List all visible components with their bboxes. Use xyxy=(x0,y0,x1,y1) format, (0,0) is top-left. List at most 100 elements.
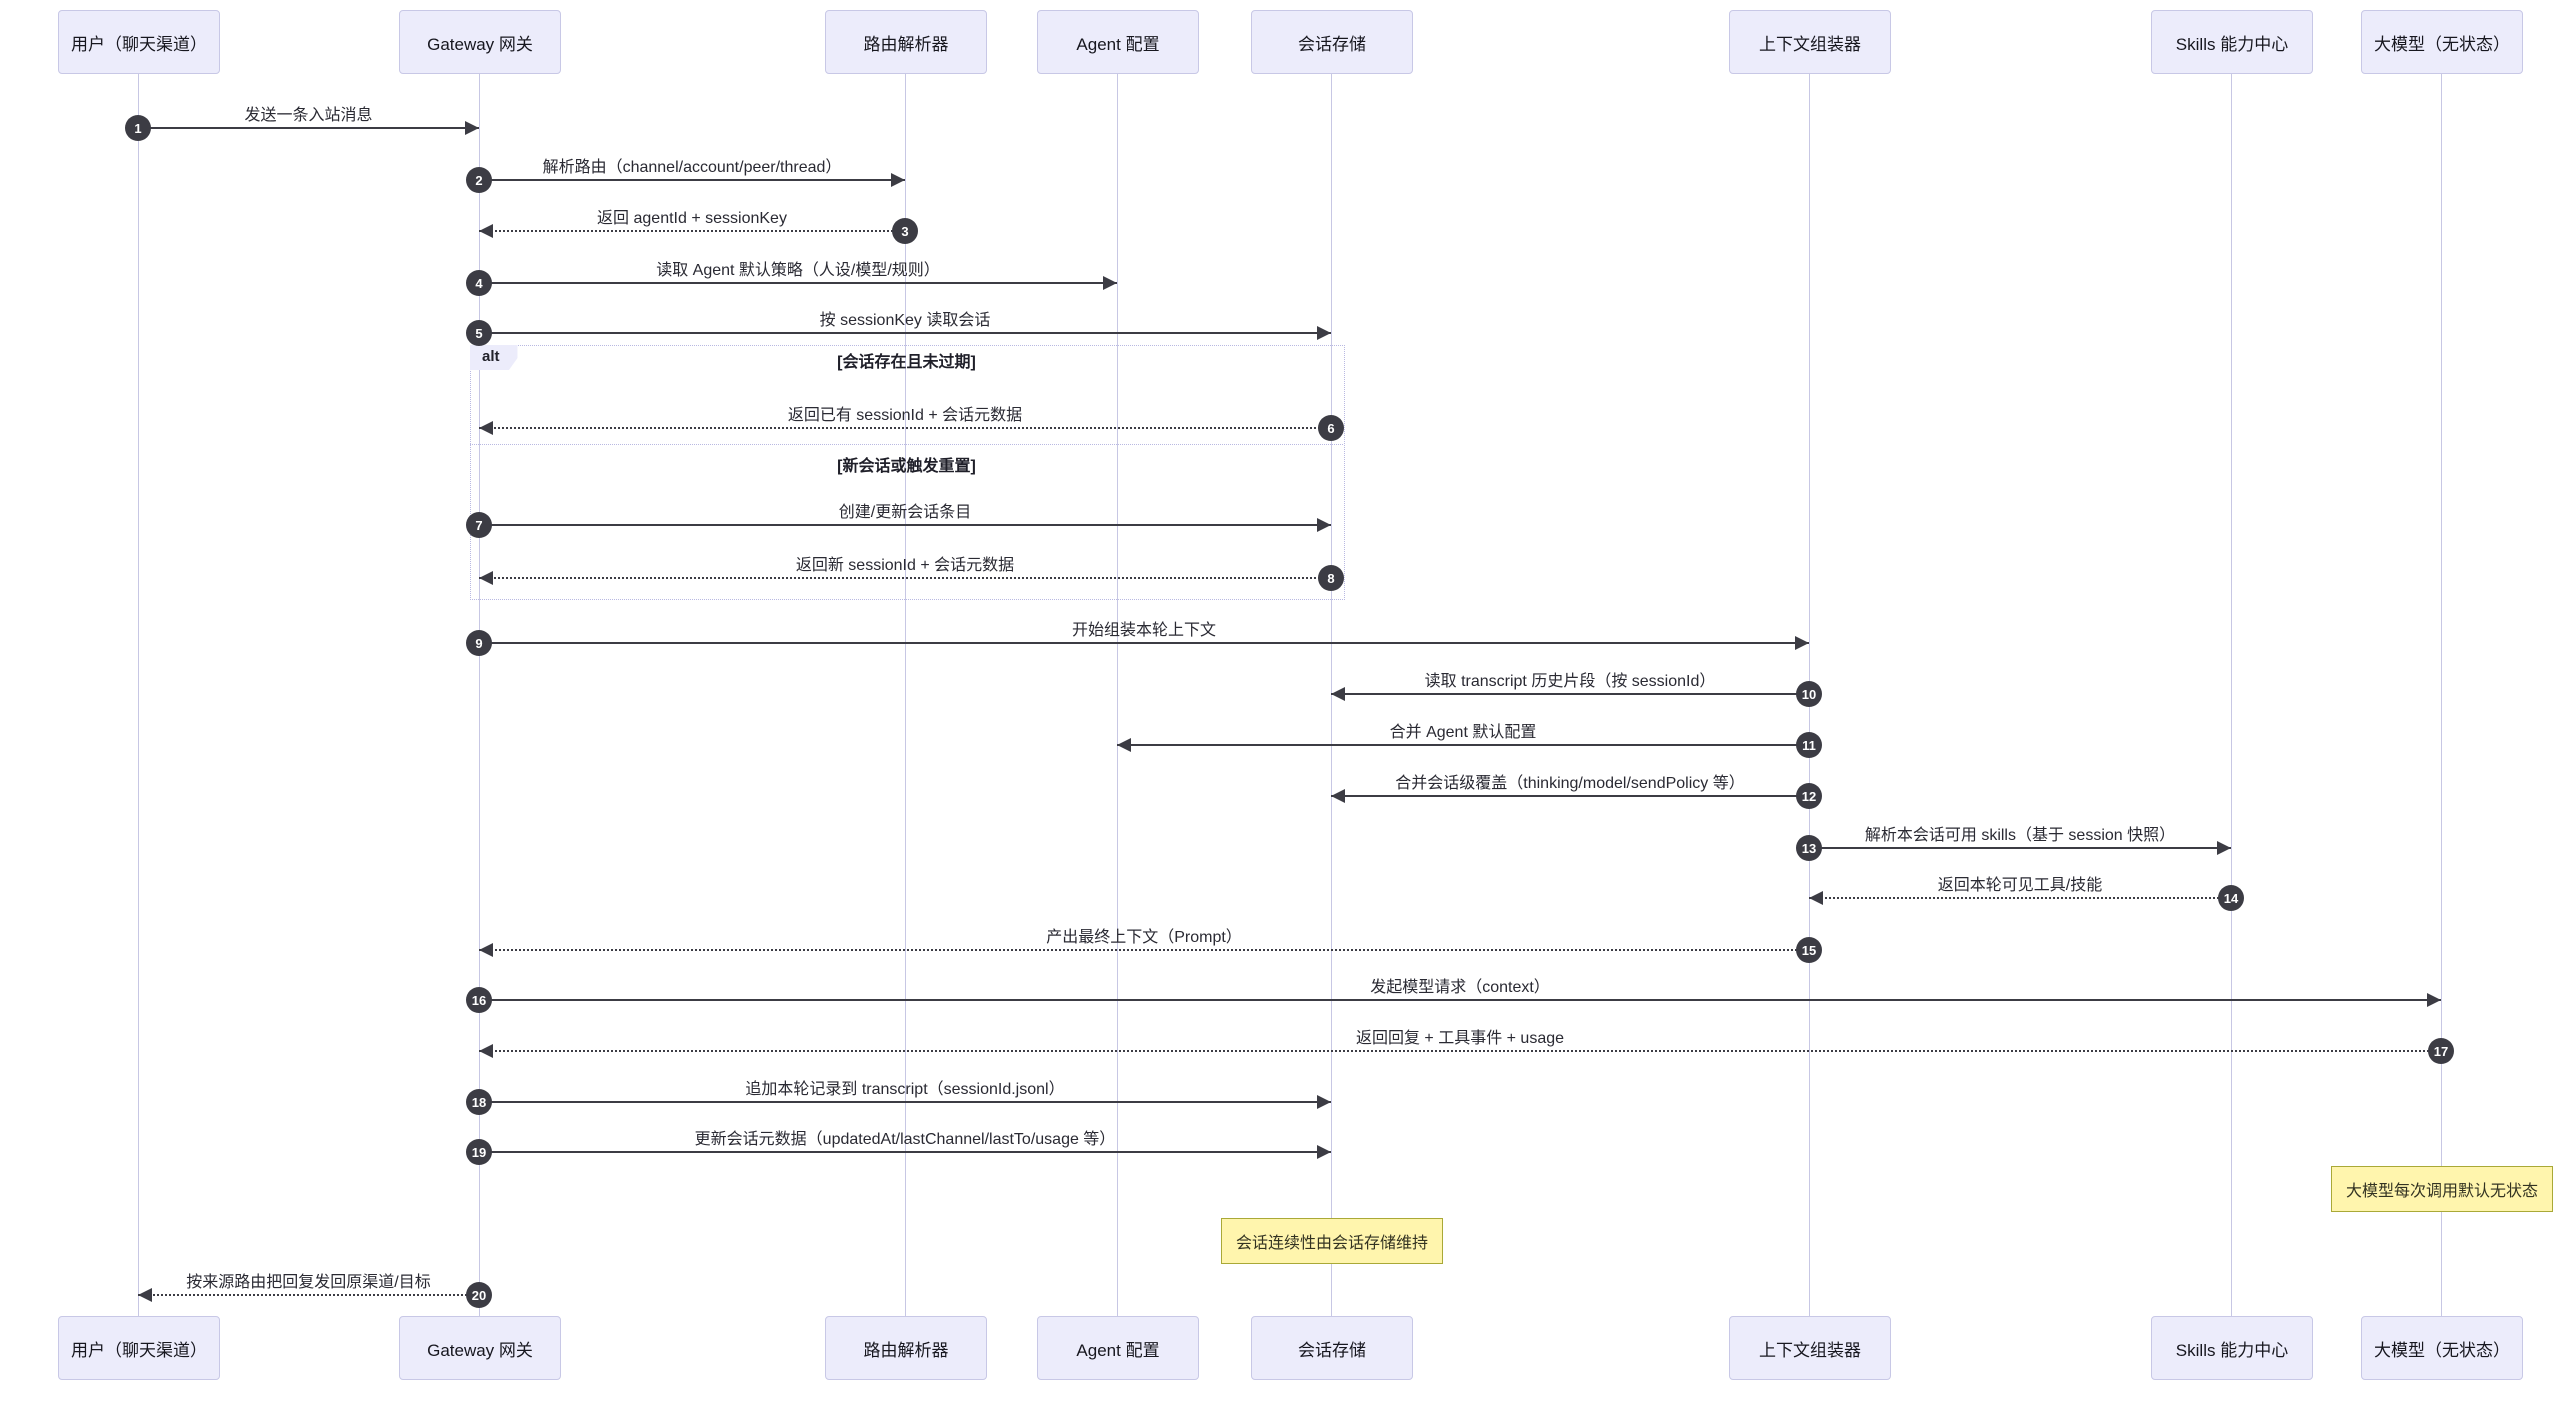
message-line xyxy=(479,524,1331,526)
message-label: 返回 agentId + sessionKey xyxy=(597,210,787,227)
message-line xyxy=(1809,847,2231,849)
sequence-number-badge: 5 xyxy=(466,320,492,346)
arrowhead-icon xyxy=(138,1288,152,1302)
message-line xyxy=(479,332,1331,334)
sequence-number-badge: 17 xyxy=(2428,1038,2454,1064)
alt-frame-label: alt xyxy=(470,345,518,370)
message-line xyxy=(479,427,1331,429)
actor-llm-top: 大模型（无状态） xyxy=(2361,10,2523,74)
sequence-number-badge: 14 xyxy=(2218,885,2244,911)
sequence-number-badge: 12 xyxy=(1796,783,1822,809)
lifeline-user xyxy=(138,72,139,1316)
actor-user-top: 用户（聊天渠道） xyxy=(58,10,220,74)
actor-user-bottom: 用户（聊天渠道） xyxy=(58,1316,220,1380)
message-label: 返回新 sessionId + 会话元数据 xyxy=(795,557,1015,574)
arrowhead-icon xyxy=(479,1044,493,1058)
arrowhead-icon xyxy=(1795,636,1809,650)
sequence-number-badge: 10 xyxy=(1796,681,1822,707)
message-label: 读取 transcript 历史片段（按 sessionId） xyxy=(1424,673,1716,690)
actor-skills_hub-top: Skills 能力中心 xyxy=(2151,10,2313,74)
arrowhead-icon xyxy=(479,224,493,238)
arrowhead-icon xyxy=(479,943,493,957)
actor-session_store-bottom: 会话存储 xyxy=(1251,1316,1413,1380)
message-label: 更新会话元数据（updatedAt/lastChannel/lastTo/usa… xyxy=(694,1131,1116,1148)
message-label: 解析本会话可用 skills（基于 session 快照） xyxy=(1864,827,2176,844)
sequence-number-badge: 2 xyxy=(466,167,492,193)
arrowhead-icon xyxy=(1317,1095,1331,1109)
message-label: 开始组装本轮上下文 xyxy=(1071,622,1217,639)
actor-router-bottom: 路由解析器 xyxy=(825,1316,987,1380)
arrowhead-icon xyxy=(1117,738,1131,752)
sequence-number-badge: 9 xyxy=(466,630,492,656)
message-label: 返回回复 + 工具事件 + usage xyxy=(1355,1030,1565,1047)
message-label: 按 sessionKey 读取会话 xyxy=(819,312,991,329)
alt-frame-condition: [会话存在且未过期] xyxy=(837,354,976,371)
actor-llm-bottom: 大模型（无状态） xyxy=(2361,1316,2523,1380)
arrowhead-icon xyxy=(2217,841,2231,855)
message-label: 合并 Agent 默认配置 xyxy=(1389,724,1537,741)
arrowhead-icon xyxy=(891,173,905,187)
arrowhead-icon xyxy=(465,121,479,135)
actor-gateway-bottom: Gateway 网关 xyxy=(399,1316,561,1380)
message-label: 合并会话级覆盖（thinking/model/sendPolicy 等） xyxy=(1395,775,1745,792)
message-label: 读取 Agent 默认策略（人设/模型/规则） xyxy=(656,262,940,279)
arrowhead-icon xyxy=(1317,326,1331,340)
message-line xyxy=(479,999,2441,1001)
message-line xyxy=(1809,897,2231,899)
sequence-number-badge: 15 xyxy=(1796,937,1822,963)
sequence-number-badge: 11 xyxy=(1796,732,1822,758)
message-line xyxy=(479,1101,1331,1103)
message-label: 创建/更新会话条目 xyxy=(838,504,972,521)
sequence-number-badge: 4 xyxy=(466,270,492,296)
message-line xyxy=(138,1294,479,1296)
message-line xyxy=(479,1151,1331,1153)
sequence-number-badge: 1 xyxy=(125,115,151,141)
lifeline-gateway xyxy=(479,72,480,1316)
lifeline-router xyxy=(905,72,906,1316)
message-line xyxy=(1331,795,1809,797)
message-line xyxy=(479,642,1809,644)
sequence-number-badge: 18 xyxy=(466,1089,492,1115)
lifeline-llm xyxy=(2441,72,2442,1316)
actor-agent_config-top: Agent 配置 xyxy=(1037,10,1199,74)
sequence-number-badge: 8 xyxy=(1318,565,1344,591)
arrowhead-icon xyxy=(479,571,493,585)
alt-frame-condition: [新会话或触发重置] xyxy=(837,458,976,475)
message-line xyxy=(479,230,905,232)
arrowhead-icon xyxy=(2427,993,2441,1007)
arrowhead-icon xyxy=(1331,687,1345,701)
arrowhead-icon xyxy=(1317,1145,1331,1159)
message-label: 解析路由（channel/account/peer/thread） xyxy=(542,159,842,176)
sequence-number-badge: 20 xyxy=(466,1282,492,1308)
sequence-number-badge: 19 xyxy=(466,1139,492,1165)
actor-gateway-top: Gateway 网关 xyxy=(399,10,561,74)
message-label: 发送一条入站消息 xyxy=(244,107,373,124)
sequence-number-badge: 16 xyxy=(466,987,492,1013)
lifeline-agent_config xyxy=(1117,72,1118,1316)
message-line xyxy=(1331,693,1809,695)
sequence-number-badge: 13 xyxy=(1796,835,1822,861)
actor-router-top: 路由解析器 xyxy=(825,10,987,74)
message-line xyxy=(479,949,1809,951)
arrowhead-icon xyxy=(1809,891,1823,905)
sequence-number-badge: 7 xyxy=(466,512,492,538)
sequence-number-badge: 6 xyxy=(1318,415,1344,441)
message-line xyxy=(479,577,1331,579)
actor-context_builder-top: 上下文组装器 xyxy=(1729,10,1891,74)
message-label: 发起模型请求（context） xyxy=(1370,979,1550,996)
message-line xyxy=(479,179,905,181)
arrowhead-icon xyxy=(1103,276,1117,290)
note-session_store: 会话连续性由会话存储维持 xyxy=(1221,1218,1443,1264)
actor-skills_hub-bottom: Skills 能力中心 xyxy=(2151,1316,2313,1380)
message-line xyxy=(138,127,479,129)
arrowhead-icon xyxy=(1331,789,1345,803)
sequence-number-badge: 3 xyxy=(892,218,918,244)
actor-context_builder-bottom: 上下文组装器 xyxy=(1729,1316,1891,1380)
message-line xyxy=(479,282,1117,284)
arrowhead-icon xyxy=(1317,518,1331,532)
message-label: 产出最终上下文（Prompt） xyxy=(1046,929,1242,946)
alt-frame xyxy=(470,345,1345,600)
message-label: 返回已有 sessionId + 会话元数据 xyxy=(787,407,1023,424)
actor-session_store-top: 会话存储 xyxy=(1251,10,1413,74)
message-label: 返回本轮可见工具/技能 xyxy=(1937,877,2103,894)
